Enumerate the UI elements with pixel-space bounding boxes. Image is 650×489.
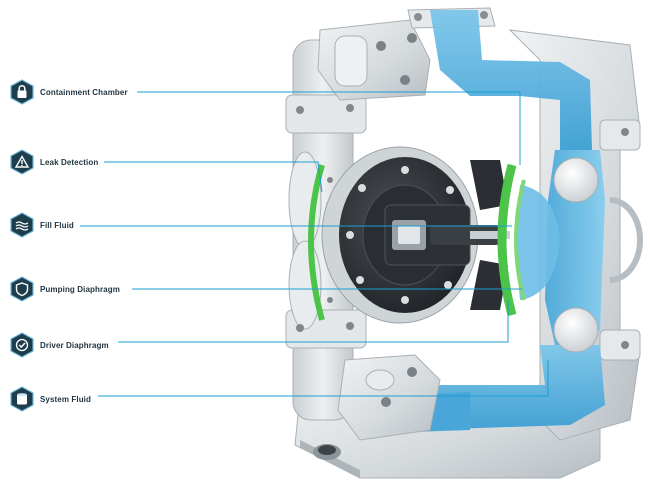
callout-leak-detection: Leak Detection <box>10 149 98 175</box>
shield-icon <box>10 276 34 302</box>
cylinder-icon <box>10 386 34 412</box>
callout-containment-chamber: Containment Chamber <box>10 79 128 105</box>
bottom-manifold-left <box>337 354 441 441</box>
callout-fill-fluid: Fill Fluid <box>10 212 74 238</box>
callout-label: Driver Diaphragm <box>40 340 109 350</box>
callout-label: Fill Fluid <box>40 220 74 230</box>
waves-icon <box>10 212 34 238</box>
callout-system-fluid: System Fluid <box>10 386 91 412</box>
system-fluid-path <box>395 10 605 432</box>
top-manifold-left <box>317 19 431 101</box>
right-green-diaphragms <box>497 163 526 317</box>
callout-label: Leak Detection <box>40 157 99 167</box>
warning-icon <box>10 149 34 175</box>
callout-label: Containment Chamber <box>40 87 128 97</box>
callout-pumping-diaphragm: Pumping Diaphragm <box>10 276 120 302</box>
callout-driver-diaphragm: Driver Diaphragm <box>10 332 109 358</box>
check-balls <box>553 157 599 353</box>
lock-icon <box>10 79 34 105</box>
callout-label: Pumping Diaphragm <box>40 284 120 294</box>
callout-label: System Fluid <box>40 394 91 404</box>
center-shaft <box>384 160 510 310</box>
check-shield-icon <box>10 332 34 358</box>
